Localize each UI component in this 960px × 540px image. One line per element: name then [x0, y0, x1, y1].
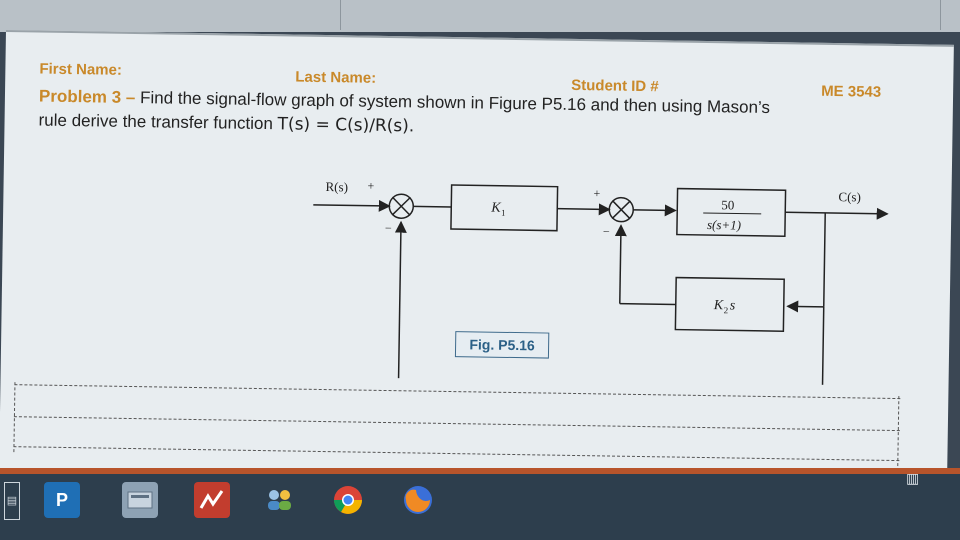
input-signal-line — [313, 199, 391, 212]
junction2-minus-sign: − — [603, 224, 610, 238]
k1-label: K — [490, 201, 501, 216]
junction2-plus-sign: + — [593, 186, 600, 200]
gripper-icon[interactable]: ▤ — [4, 482, 20, 520]
fraction-bar — [703, 212, 762, 215]
figure-label: Fig. P5.16 — [454, 331, 550, 359]
rule-statement: rule derive the transfer function T(s) =… — [38, 111, 414, 137]
firefox-icon[interactable] — [400, 482, 436, 518]
answer-box-top — [14, 384, 901, 400]
k2s-block — [674, 276, 785, 333]
transfer-function: T(s) = C(s)/R(s). — [277, 114, 415, 137]
problem-label: Problem 3 – — [38, 86, 136, 108]
chrome-icon[interactable] — [330, 482, 366, 518]
people-icon[interactable] — [262, 482, 298, 518]
powerpoint-icon[interactable]: P — [44, 482, 80, 518]
top-strip — [0, 0, 960, 32]
first-name-label: First Name: — [39, 60, 123, 79]
student-id-label: Student ID # — [571, 76, 659, 96]
block-diagram: R(s) + − + − K 1 50 s(s+1) C(s) K 2 s — [301, 177, 904, 391]
inner-feedback-line — [614, 224, 627, 304]
junction2-to-plant-line — [633, 204, 677, 217]
k2-subscript: 2 — [724, 305, 729, 315]
answer-box-middle — [13, 416, 900, 432]
plant-block — [676, 187, 787, 238]
taskbar — [0, 474, 960, 540]
outer-feedback-line — [394, 220, 407, 384]
k1-to-junction2-line — [557, 203, 611, 216]
junction1-minus-sign: − — [385, 221, 392, 235]
block-diagram-svg: R(s) + − + − K 1 50 s(s+1) C(s) K 2 s — [313, 179, 889, 391]
answer-box-bottom — [13, 446, 900, 462]
junction1-to-k1-line — [413, 205, 452, 208]
plant-numerator: 50 — [721, 197, 734, 212]
plant-denominator: s(s+1) — [707, 217, 741, 233]
last-name-label: Last Name: — [295, 68, 377, 87]
input-label: R(s) — [325, 179, 348, 194]
k1-subscript: 1 — [501, 208, 506, 218]
files-icon[interactable] — [122, 482, 158, 518]
course-number: ME 3543 — [821, 82, 882, 101]
taskbar-accent-strip — [0, 468, 960, 474]
document-page: First Name: Last Name: Student ID # ME 3… — [0, 30, 954, 487]
k2-variable: s — [730, 298, 736, 313]
output-label: C(s) — [838, 189, 861, 204]
output-signal-line — [785, 207, 889, 220]
tray-icon[interactable]: ▥ — [906, 470, 920, 486]
powerpoint-letter: P — [55, 489, 68, 510]
rule-text: rule derive the transfer function — [38, 110, 278, 134]
junction1-plus-sign: + — [367, 179, 374, 193]
lab-app-icon[interactable] — [194, 482, 230, 518]
k2-label: K — [713, 298, 724, 313]
